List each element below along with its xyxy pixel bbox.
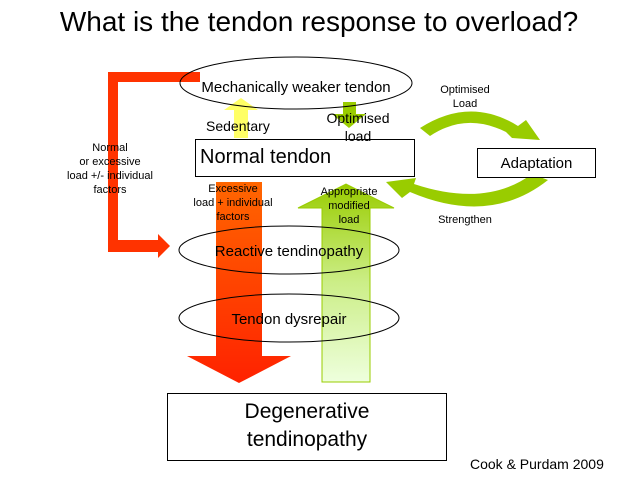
page-title: What is the tendon response to overload? — [59, 6, 579, 37]
degenerative-label-line2: tendinopathy — [246, 428, 368, 451]
degenerative-label-line1: Degenerative — [244, 400, 370, 423]
strengthen-label: Strengthen — [438, 214, 492, 226]
mechanically-weaker-ellipse — [179, 56, 413, 110]
sedentary-label: Sedentary — [206, 118, 270, 134]
normal-tendon-box — [195, 139, 415, 177]
excessive-load-line2: load + individual — [193, 197, 273, 209]
normal-load-line1: Normal — [92, 142, 128, 154]
dysrepair-label: Tendon dysrepair — [231, 311, 347, 328]
mechanically-weaker-label: Mechanically weaker tendon — [201, 79, 391, 96]
normal-load-line2: or excessive — [79, 156, 141, 168]
optimised-load-right-line2: Load — [452, 98, 478, 110]
degenerative-box — [167, 393, 447, 461]
reactive-ellipse — [178, 225, 400, 275]
excessive-load-line3: factors — [216, 211, 250, 223]
reactive-label: Reactive tendinopathy — [214, 243, 364, 260]
left-load-arrow — [108, 72, 200, 258]
normal-load-line4: factors — [93, 184, 127, 196]
dysrepair-ellipse — [178, 293, 400, 343]
appropriate-load-line1: Appropriate — [320, 186, 378, 198]
strengthen-curved-arrow — [386, 174, 548, 207]
excessive-load-line1: Excessive — [208, 183, 258, 195]
optimised-load-center-line2: load — [344, 128, 372, 144]
normal-load-line3: load +/- individual — [67, 170, 153, 182]
sedentary-arrow — [224, 98, 258, 138]
excessive-load-arrow — [187, 182, 291, 383]
citation: Cook & Purdam 2009 — [470, 456, 604, 472]
optimised-load-down-arrow — [332, 102, 366, 128]
appropriate-load-line2: modified — [328, 200, 370, 212]
optimised-load-curved-arrow — [420, 111, 540, 140]
optimised-load-right-line1: Optimised — [440, 84, 490, 96]
normal-tendon-label: Normal tendon — [200, 146, 332, 168]
adaptation-label: Adaptation — [500, 155, 573, 172]
optimised-load-center-line1: Optimised — [326, 110, 390, 126]
appropriate-load-line3: load — [338, 214, 360, 226]
adaptation-box — [477, 148, 596, 178]
